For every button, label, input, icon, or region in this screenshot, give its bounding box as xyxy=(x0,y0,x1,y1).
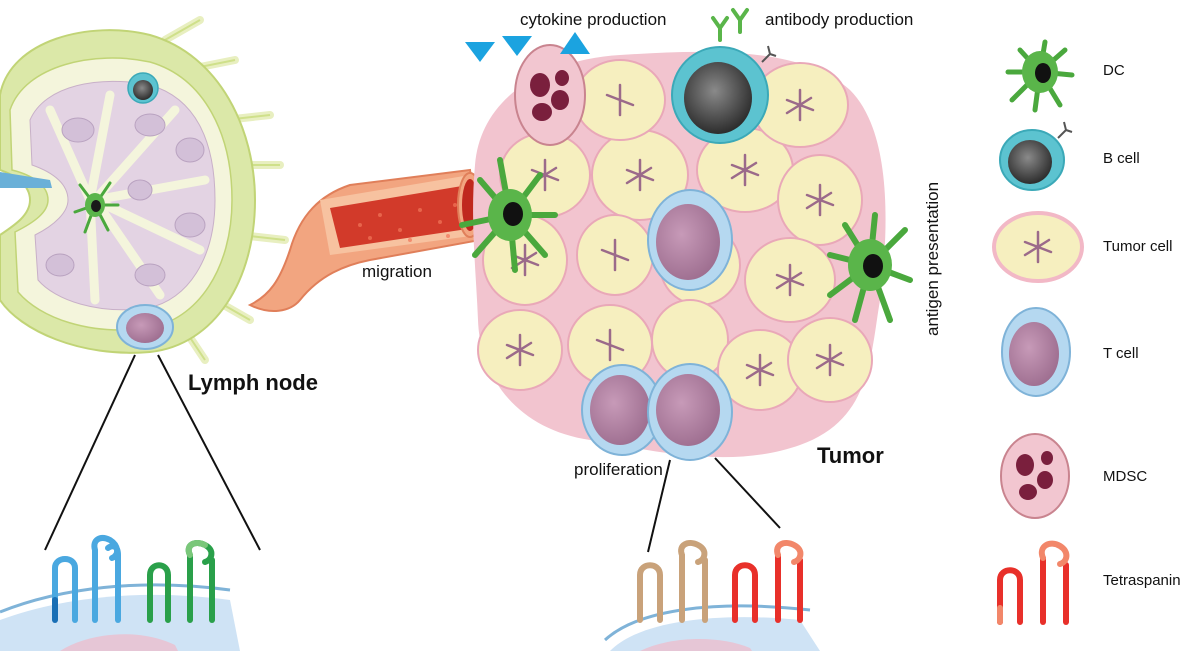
cytokine-production-label: cytokine production xyxy=(520,10,667,29)
t-cell-in-tumor xyxy=(647,189,733,291)
tumor-label: Tumor xyxy=(817,443,884,468)
tetraspanin-tan xyxy=(637,540,708,623)
legend-label-dc: DC xyxy=(1103,62,1125,79)
antigen-presentation-label: antigen presentation xyxy=(923,181,942,336)
membrane-zoom-lymph xyxy=(0,535,240,651)
migration-vessel xyxy=(247,168,483,312)
legend xyxy=(992,39,1084,625)
b-cell-icon xyxy=(999,121,1073,191)
legend-label-b-cell: B cell xyxy=(1103,150,1140,167)
mdsc-icon xyxy=(1000,433,1070,519)
cytokine-triangles xyxy=(465,32,590,62)
tetraspanin-blue xyxy=(52,535,121,623)
antibody-icon xyxy=(711,8,749,42)
migration-label: migration xyxy=(362,262,432,281)
legend-label-t-cell: T cell xyxy=(1103,345,1139,362)
proliferation-label: proliferation xyxy=(574,460,663,479)
antibody-production-label: antibody production xyxy=(765,10,914,29)
dc-migrating xyxy=(459,157,558,273)
zoom-lines xyxy=(44,354,781,553)
proliferating-t-cells xyxy=(581,363,733,461)
mdsc-in-tumor xyxy=(514,44,586,146)
legend-label-mdsc: MDSC xyxy=(1103,468,1148,485)
lymph-node-label: Lymph node xyxy=(188,370,318,395)
legend-label-tumor-cell: Tumor cell xyxy=(1103,238,1173,255)
tetraspanin-red xyxy=(732,552,803,623)
t-cell-icon xyxy=(1001,307,1071,397)
b-cell-in-tumor xyxy=(671,45,777,144)
dendritic-cell-icon xyxy=(1005,39,1075,113)
tumor-cell-icon xyxy=(992,211,1084,283)
tetraspanin-icon xyxy=(997,540,1070,625)
lymph-node xyxy=(0,16,289,364)
membrane-zoom-tumor xyxy=(603,540,820,651)
legend-label-tetraspanin: Tetraspanin xyxy=(1103,572,1181,589)
dc-antigen-presenting xyxy=(827,212,913,323)
